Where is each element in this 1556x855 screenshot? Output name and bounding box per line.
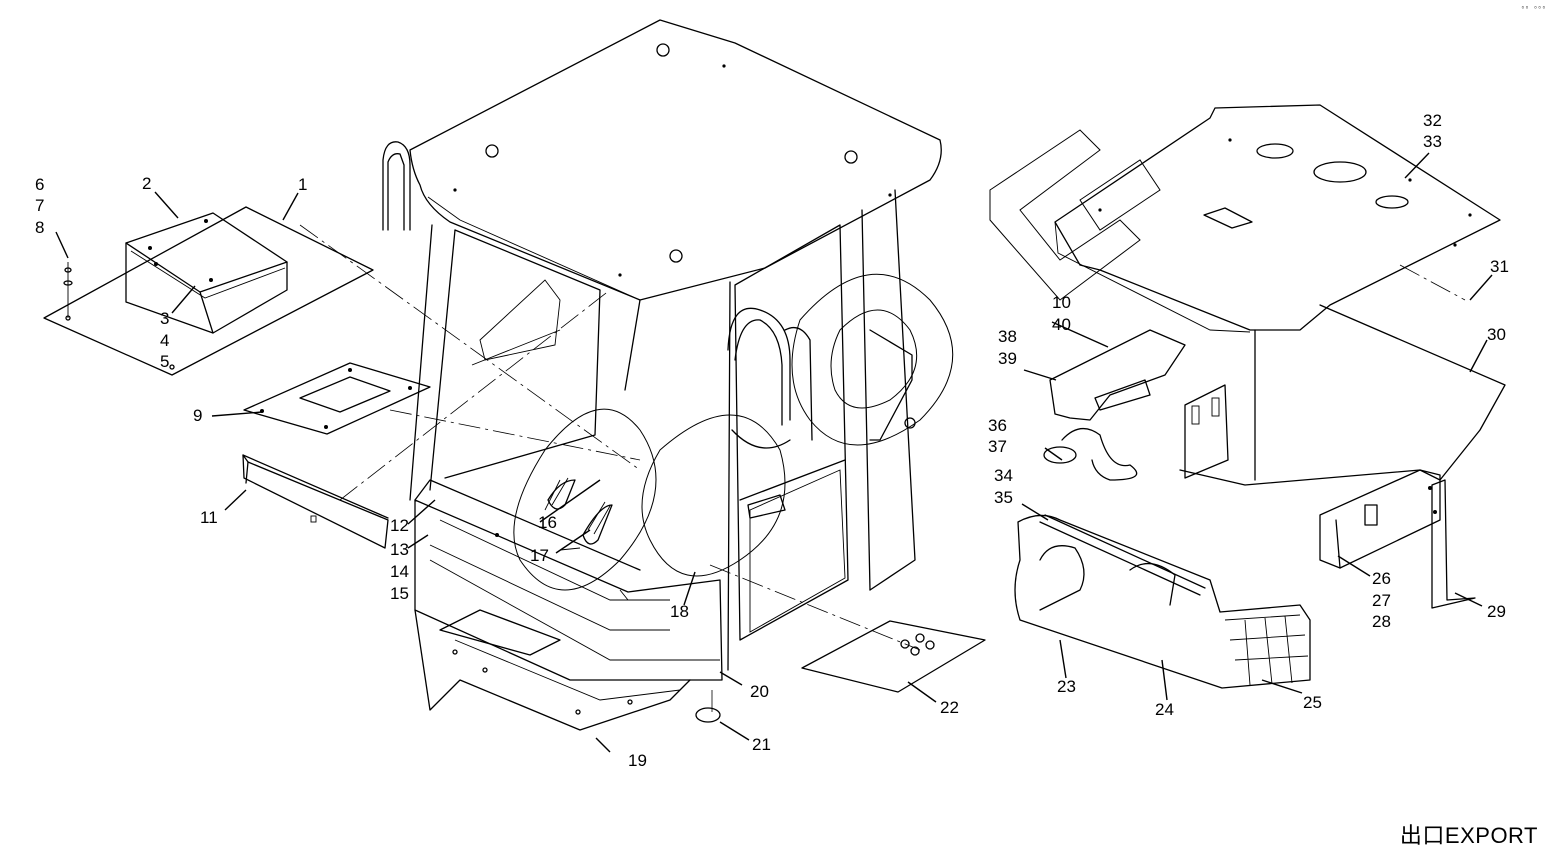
callout-34: 34 [994,466,1013,485]
callout-17: 17 [530,546,549,565]
callout-3: 3 [160,309,169,328]
callout-32: 32 [1423,111,1442,130]
callout-36: 36 [988,416,1007,435]
callout-21: 21 [752,735,771,754]
callout-40: 40 [1052,315,1071,334]
callout-13: 13 [390,540,409,559]
callout-26: 26 [1372,569,1391,588]
leader-lines [55,152,1493,753]
callout-27: 27 [1372,591,1391,610]
watermark-logo [513,129,1161,591]
callout-4: 4 [160,331,169,350]
callout-23: 23 [1057,677,1076,696]
callout-38: 38 [998,327,1017,346]
callout-14: 14 [390,562,409,581]
cover-plate [243,362,431,435]
callout-5: 5 [160,352,169,371]
callout-2: 2 [142,174,151,193]
callout-25: 25 [1303,693,1322,712]
callout-1: 1 [298,175,307,194]
bolt-stack [63,262,175,370]
callout-39: 39 [998,349,1017,368]
callout-28: 28 [1372,612,1391,631]
callout-15: 15 [390,584,409,603]
callout-20: 20 [750,682,769,701]
callout-24: 24 [1155,700,1174,719]
cab-assembly [382,19,986,731]
callout-12: 12 [390,516,409,535]
corner-mark: ⁰⁰ ⁰⁰⁰ [1520,5,1546,13]
callout-31: 31 [1490,257,1509,276]
callout-22: 22 [940,698,959,717]
floor-plate [43,206,374,376]
callout-labels: 1 2 3 4 5 6 7 8 9 10 11 12 13 14 15 16 1… [35,111,1509,770]
callout-8: 8 [35,218,44,237]
callout-33: 33 [1423,132,1442,151]
callout-19: 19 [628,751,647,770]
callout-18: 18 [670,602,689,621]
bracket-rail [242,454,389,549]
callout-35: 35 [994,488,1013,507]
callout-9: 9 [193,406,202,425]
callout-7: 7 [35,196,44,215]
callout-16: 16 [538,513,557,532]
right-panel-assembly [1014,104,1506,689]
center-lines [299,224,1466,712]
callout-30: 30 [1487,325,1506,344]
callout-29: 29 [1487,602,1506,621]
callout-10: 10 [1052,293,1071,312]
battery-box [125,212,288,334]
callout-37: 37 [988,437,1007,456]
callout-6: 6 [35,175,44,194]
callout-11: 11 [200,508,218,527]
export-label: 出口EXPORT [1399,823,1538,848]
